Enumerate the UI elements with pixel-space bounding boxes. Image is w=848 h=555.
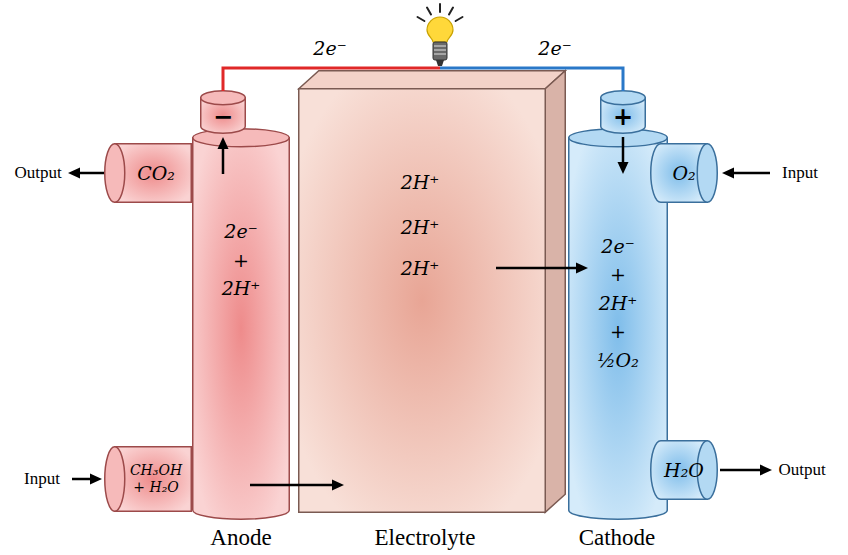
flow-arrow-line	[72, 478, 90, 481]
connector-line	[496, 267, 576, 270]
bulb-thread-line	[434, 49, 446, 50]
electrolyte-block: 2H⁺2H⁺2H⁺Electrolyte	[298, 88, 546, 513]
connector-line	[622, 137, 625, 162]
arrow-head	[90, 474, 102, 485]
electrolyte-heading: Electrolyte	[375, 524, 476, 552]
ion-label: 2H⁺	[401, 171, 440, 194]
electron-label: 2e⁻	[538, 37, 571, 60]
electron-label: 2e⁻	[313, 37, 346, 60]
arrow-head	[760, 465, 772, 476]
port-species: H₂O	[664, 459, 704, 482]
port-species: O₂	[672, 162, 695, 185]
bulb-thread	[434, 46, 446, 54]
bulb-thread-line	[434, 45, 446, 46]
terminal-sign: +	[613, 103, 633, 132]
terminal-sign: −	[213, 103, 233, 132]
flow-arrow-line	[720, 469, 760, 472]
bulb-base	[433, 42, 447, 60]
anode-reaction: 2e⁻ + 2H⁺	[209, 217, 274, 303]
flow-label: Output	[778, 460, 825, 480]
port-body	[651, 441, 708, 500]
flow-arrow-line	[80, 172, 104, 175]
block-front-face	[299, 89, 546, 513]
cathode-heading: Cathode	[579, 524, 656, 552]
anode-heading: Anode	[210, 524, 271, 552]
outlet-port: H₂O	[650, 440, 718, 500]
anode-cylinder-outline	[192, 128, 290, 520]
port-cap	[105, 447, 125, 512]
electrolyte-block-outline	[298, 88, 546, 513]
port-species: CO₂	[137, 162, 175, 185]
block-side-face	[545, 71, 565, 513]
bulb-ray	[449, 8, 453, 15]
cathode-reaction: 2e⁻ + 2H⁺ + ½O₂	[586, 232, 651, 375]
anode-cylinder: 2e⁻ + 2H⁺Anode	[192, 128, 290, 520]
positive-terminal: +	[600, 90, 646, 134]
port-cap	[105, 144, 125, 203]
bulb-ray	[439, 4, 441, 12]
port-cap	[697, 144, 717, 203]
arrow-head	[722, 168, 734, 179]
port-species: CH₃OH + H₂O	[125, 462, 187, 497]
flow-arrow-line	[734, 172, 770, 175]
connector-line	[222, 149, 225, 174]
outlet-port: CO₂	[104, 143, 192, 203]
flow-label: Output	[14, 163, 61, 183]
bulb-thread-line	[434, 53, 446, 54]
bulb-ray	[427, 8, 431, 15]
flow-label: Input	[782, 163, 818, 183]
light-bulb	[418, 4, 463, 66]
arrow-head	[68, 168, 80, 179]
flow-label: Input	[24, 469, 60, 489]
port-body	[115, 447, 192, 512]
cathode-cylinder: 2e⁻ + 2H⁺ + ½O₂Cathode	[568, 128, 668, 520]
inlet-port: O₂	[650, 143, 718, 203]
ion-label: 2H⁺	[401, 257, 440, 280]
cylinder-body	[193, 138, 290, 519]
bulb-glass	[427, 17, 453, 42]
ion-label: 2H⁺	[401, 216, 440, 239]
connector-line	[250, 484, 332, 487]
bulb-ray	[456, 17, 463, 21]
bulb-tip	[436, 60, 444, 66]
port-body	[115, 144, 192, 203]
inlet-port: CH₃OH + H₂O	[104, 446, 192, 512]
negative-terminal: −	[200, 90, 246, 134]
block-top-face	[299, 71, 566, 89]
bulb-ray	[418, 17, 425, 21]
